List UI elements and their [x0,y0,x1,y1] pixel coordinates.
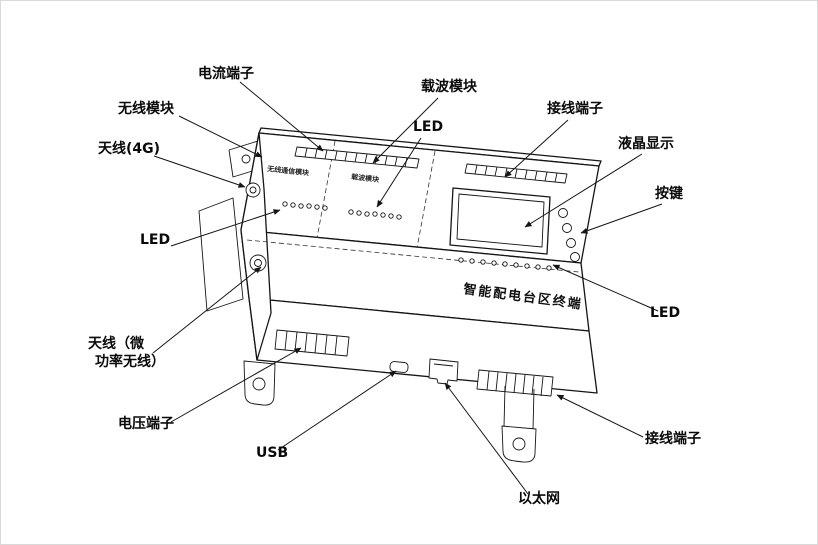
callout-antenna-micro: 天线（微 功率无线） [88,266,262,370]
rear-mount-plate [198,197,244,312]
antenna-4g-connector [245,182,261,198]
led-row-left [282,201,328,211]
callout-voltage-terminal: 电压端子 [118,347,302,432]
callout-usb: USB [256,370,397,461]
callout-lcd: 液晶显示 [524,135,674,228]
callout-led-left-label: LED [140,232,170,248]
wiring-terminal-block-top [464,163,568,184]
callout-current-terminal: 电流端子 [198,65,324,152]
mounting-foot-left [243,360,276,406]
ethernet-port [428,358,459,385]
button-keys[interactable] [558,208,580,262]
callout-antenna-4g: 天线(4G) [98,140,246,188]
usb-port [389,361,409,373]
antenna-bracket-hole [241,154,251,164]
antenna-micro-connector [249,254,267,272]
carrier-module-text: 载波模块 [351,172,381,184]
callout-lcd-label: 液晶显示 [618,135,674,152]
callout-ethernet-label: 以太网 [518,490,560,507]
callout-led-top-label: LED [413,119,443,135]
callout-wireless-module-label: 无线模块 [117,100,175,117]
callout-current-terminal-label: 电流端子 [198,65,254,82]
callout-ethernet: 以太网 [444,382,560,507]
callout-led-right: LED [552,264,680,321]
callout-carrier-module: 载波模块 [372,78,478,164]
module-divider-right [416,150,436,249]
callout-terminal-top: 接线端子 [504,100,603,178]
lcd-screen [449,187,551,255]
callout-led-left: LED [140,209,281,248]
callout-usb-label: USB [256,445,288,461]
callout-led-right-label: LED [650,305,680,321]
callout-keys-label: 按键 [655,185,684,202]
callout-voltage-terminal-label: 电压端子 [118,415,174,432]
callout-led-top: LED [376,119,443,208]
voltage-terminal-block [274,329,350,357]
callout-antenna-micro-label-1: 天线（微 [88,335,145,352]
callout-wireless-module: 无线模块 [117,100,263,158]
callout-carrier-module-label: 载波模块 [421,78,478,95]
callout-terminal-top-label: 接线端子 [547,100,603,117]
callout-antenna-micro-label-2: 功率无线） [95,353,165,370]
callout-antenna-4g-label: 天线(4G) [98,140,160,157]
device-body: 无线通信模块 载波模块 [198,127,602,463]
led-row-center [348,209,402,220]
callout-terminal-bottom: 接线端子 [556,394,701,447]
callout-keys: 按键 [580,185,684,234]
callouts: 电流端子 无线模块 天线(4G) LED 载波模块 LED 接线端子 [88,65,701,507]
mounting-foot-right [501,385,537,463]
callout-terminal-bottom-label: 接线端子 [645,430,701,447]
led-row-right [458,257,552,271]
